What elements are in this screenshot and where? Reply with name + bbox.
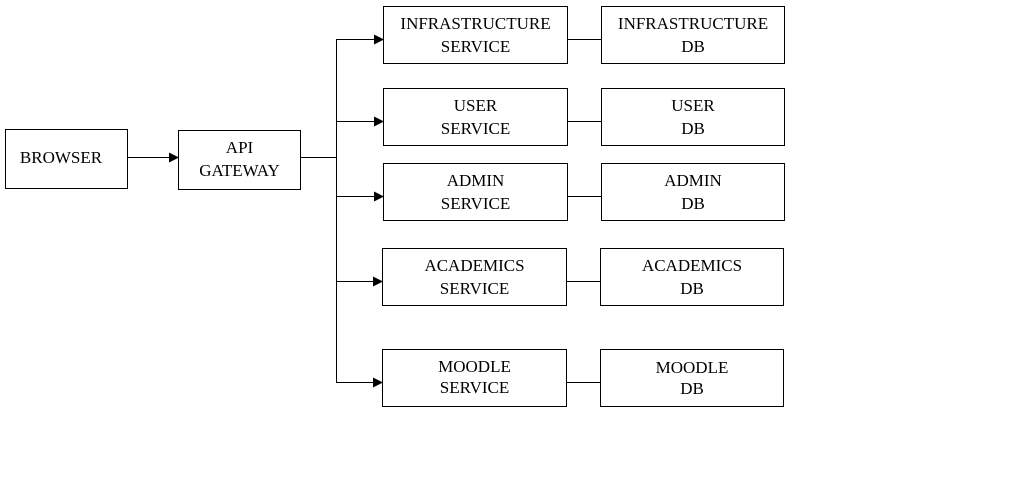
admin-service-label-line2: SERVICE xyxy=(441,194,510,213)
academics-db-label-line1: ACADEMICS xyxy=(642,256,742,275)
user-service-label-line1: USER xyxy=(454,96,498,115)
user-db-node: USER DB xyxy=(601,88,785,146)
admin-db-label-line1: ADMIN xyxy=(664,171,722,190)
infrastructure-db-node: INFRASTRUCTURE DB xyxy=(601,6,785,64)
moodle-service-label-line2: SERVICE xyxy=(440,378,509,397)
user-db-label-line1: USER xyxy=(671,96,715,115)
academics-db-node: ACADEMICS DB xyxy=(600,248,784,306)
admin-db-node: ADMIN DB xyxy=(601,163,785,221)
moodle-db-node: MOODLE DB xyxy=(600,349,784,407)
infrastructure-db-label-line2: DB xyxy=(681,37,705,56)
moodle-service-node: MOODLE SERVICE xyxy=(382,349,567,407)
academics-service-node: ACADEMICS SERVICE xyxy=(382,248,567,306)
moodle-db-label-line1: MOODLE xyxy=(656,358,729,377)
academics-db-label-line2: DB xyxy=(680,279,704,298)
user-service-label-line2: SERVICE xyxy=(441,119,510,138)
moodle-db-label-line2: DB xyxy=(680,379,704,398)
infrastructure-service-label-line2: SERVICE xyxy=(441,37,510,56)
api-gateway-node: API GATEWAY xyxy=(178,130,301,190)
browser-label: BROWSER xyxy=(20,148,103,167)
infrastructure-db-label-line1: INFRASTRUCTURE xyxy=(618,14,768,33)
user-db-label-line2: DB xyxy=(681,119,705,138)
academics-service-label-line1: ACADEMICS xyxy=(424,256,524,275)
user-service-node: USER SERVICE xyxy=(383,88,568,146)
infrastructure-service-node: INFRASTRUCTURE SERVICE xyxy=(383,6,568,64)
admin-db-label-line2: DB xyxy=(681,194,705,213)
academics-service-label-line2: SERVICE xyxy=(440,279,509,298)
api-gateway-label-line1: API xyxy=(226,138,254,157)
admin-service-label-line1: ADMIN xyxy=(447,171,505,190)
infrastructure-service-label-line1: INFRASTRUCTURE xyxy=(400,14,550,33)
api-gateway-label-line2: GATEWAY xyxy=(199,161,280,180)
admin-service-node: ADMIN SERVICE xyxy=(383,163,568,221)
moodle-service-label-line1: MOODLE xyxy=(438,357,511,376)
browser-node: BROWSER xyxy=(5,129,128,189)
